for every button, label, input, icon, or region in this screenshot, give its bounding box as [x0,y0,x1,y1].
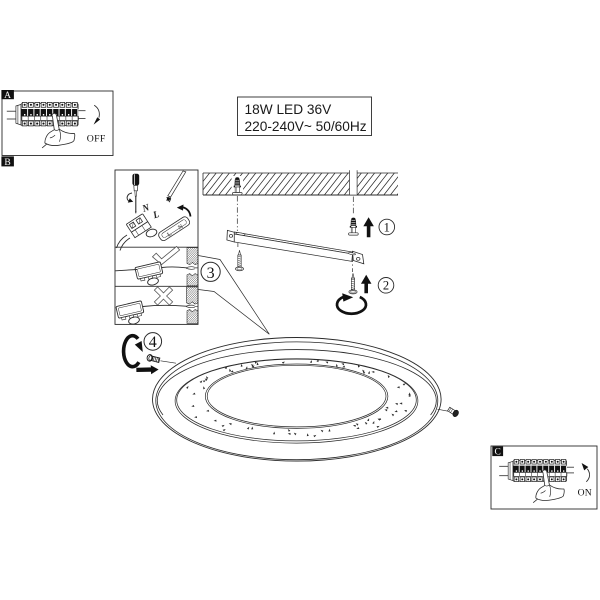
svg-text:C: C [495,448,501,458]
svg-text:N: N [140,202,151,214]
svg-text:L: L [151,209,161,221]
svg-text:B: B [4,158,10,168]
svg-text:4: 4 [149,334,157,351]
svg-text:ON: ON [578,488,592,499]
svg-text:L: L [166,230,173,238]
svg-text:2: 2 [383,279,389,293]
svg-text:A: A [4,91,11,101]
svg-text:OFF: OFF [87,133,106,144]
svg-text:N: N [177,223,185,232]
svg-text:3: 3 [207,265,215,282]
svg-text:1: 1 [384,220,390,234]
svg-text:220-240V~ 50/60Hz: 220-240V~ 50/60Hz [245,119,367,134]
svg-text:18W LED 36V: 18W LED 36V [245,102,333,117]
